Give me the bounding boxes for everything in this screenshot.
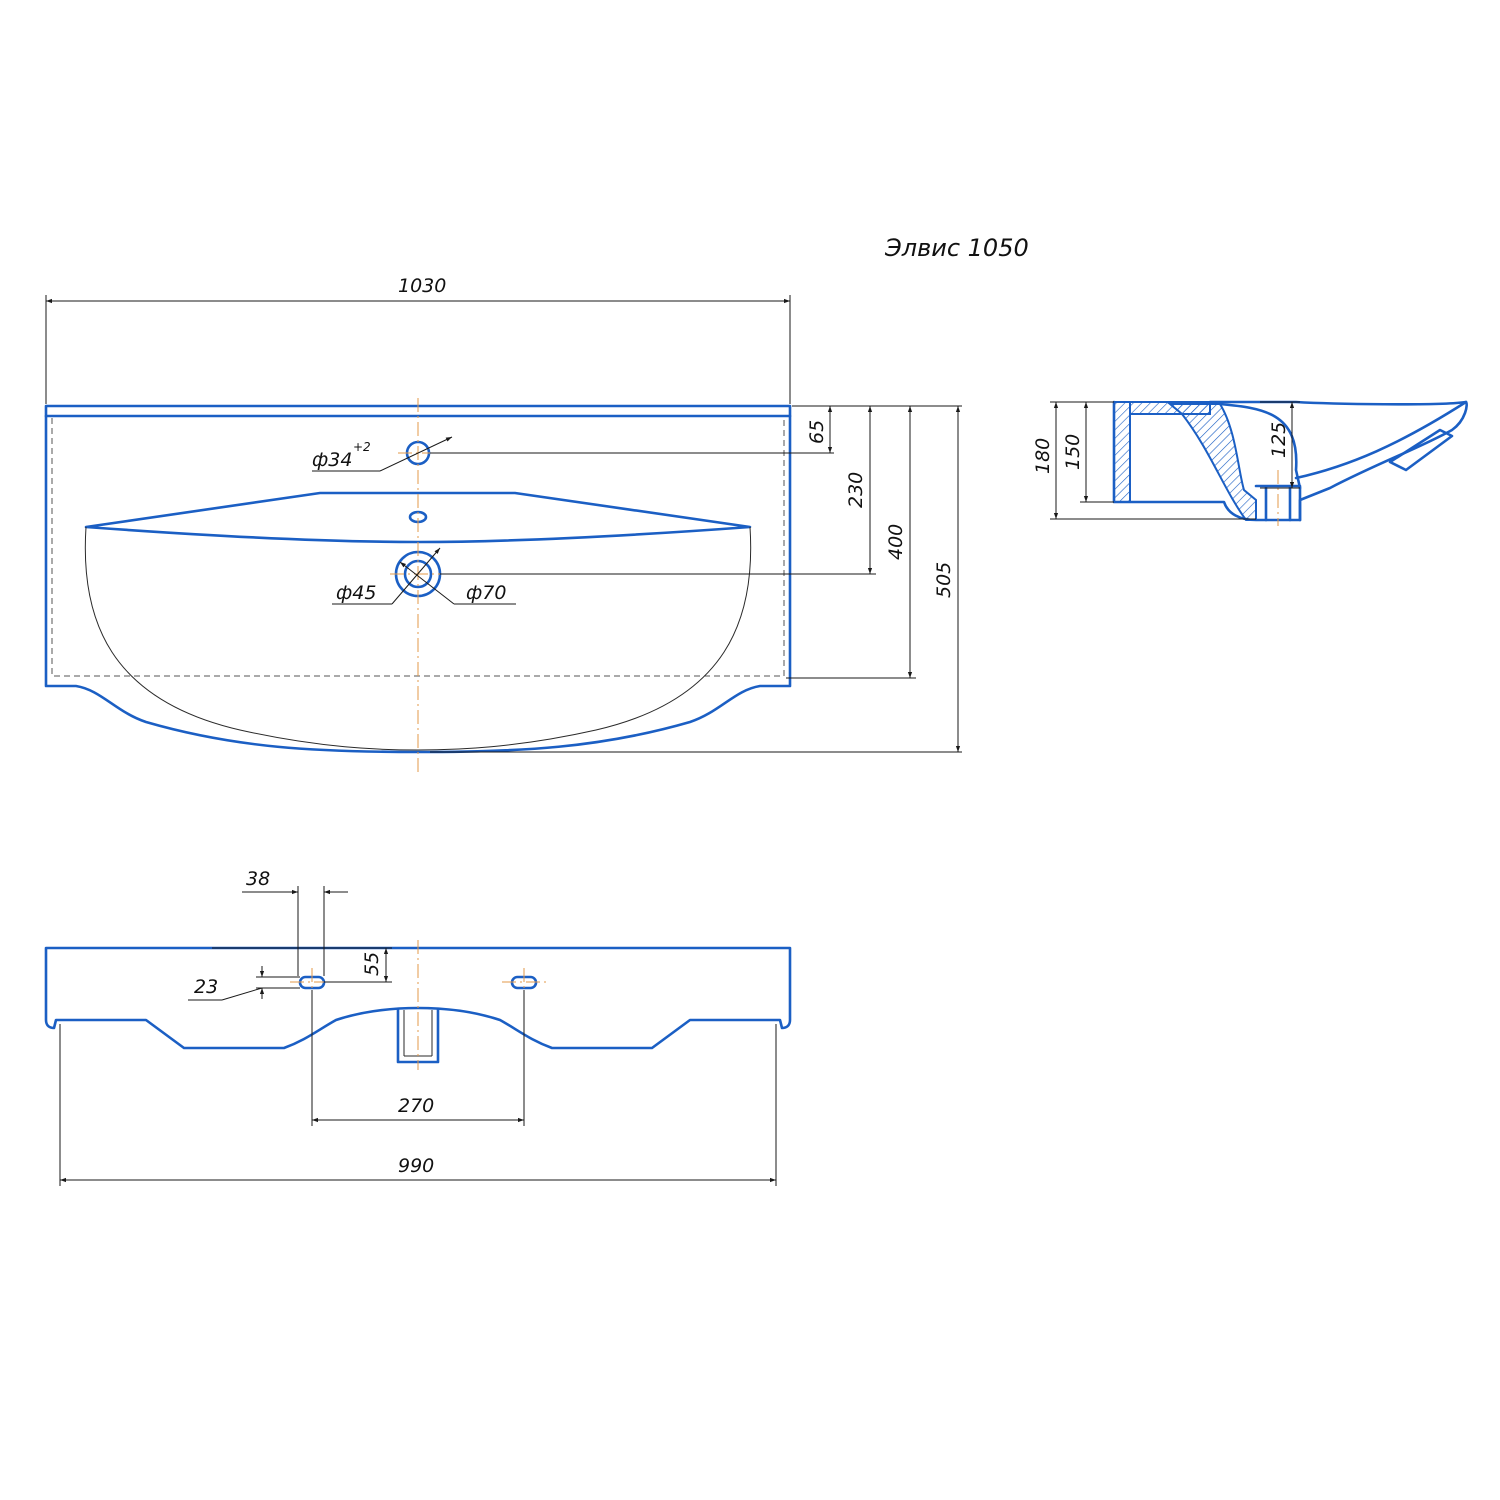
- drawing-title: Элвис 1050: [884, 234, 1029, 262]
- drain-inner-leader: [391, 547, 441, 605]
- dim-label-1030: 1030: [398, 275, 446, 297]
- side-drain-outlet: [1254, 484, 1302, 522]
- dim-label-55: 55: [361, 952, 383, 976]
- side-overflow-chamber: [1388, 428, 1454, 472]
- dim-label-38: 38: [246, 868, 270, 890]
- dim-label-505: 505: [933, 562, 955, 598]
- dim-label-180: 180: [1032, 438, 1054, 474]
- drain-outer-leader: [399, 561, 455, 605]
- drain-outer-label: ф70: [466, 582, 506, 604]
- dim-label-150: 150: [1062, 434, 1084, 470]
- faucet-tolerance-label: +2: [353, 440, 371, 454]
- dim-label-125: 125: [1268, 422, 1290, 458]
- dim-label-23: 23: [194, 976, 218, 998]
- dim-label-990: 990: [398, 1155, 434, 1177]
- faucet-diameter-leader: [379, 436, 453, 472]
- front-view: 38 55 23 270 990: [44, 868, 792, 1186]
- dim-label-65: 65: [806, 420, 828, 444]
- bowl-upper-shelf: [84, 491, 752, 544]
- drain-inner-label: ф45: [336, 582, 376, 604]
- dim-label-270: 270: [398, 1095, 434, 1117]
- faucet-diameter-label: ф34: [312, 449, 352, 471]
- side-basin-inner: [1218, 400, 1468, 490]
- dim-label-230: 230: [845, 472, 867, 508]
- bowl-basin: [84, 526, 752, 751]
- back-wall-section: [1113, 401, 1131, 503]
- top-view: 1030 65 230 400 505 ф34 +2 ф45 ф70: [44, 275, 962, 776]
- side-section-view: 180 150 125: [1032, 400, 1468, 526]
- dim-label-400: 400: [885, 524, 907, 560]
